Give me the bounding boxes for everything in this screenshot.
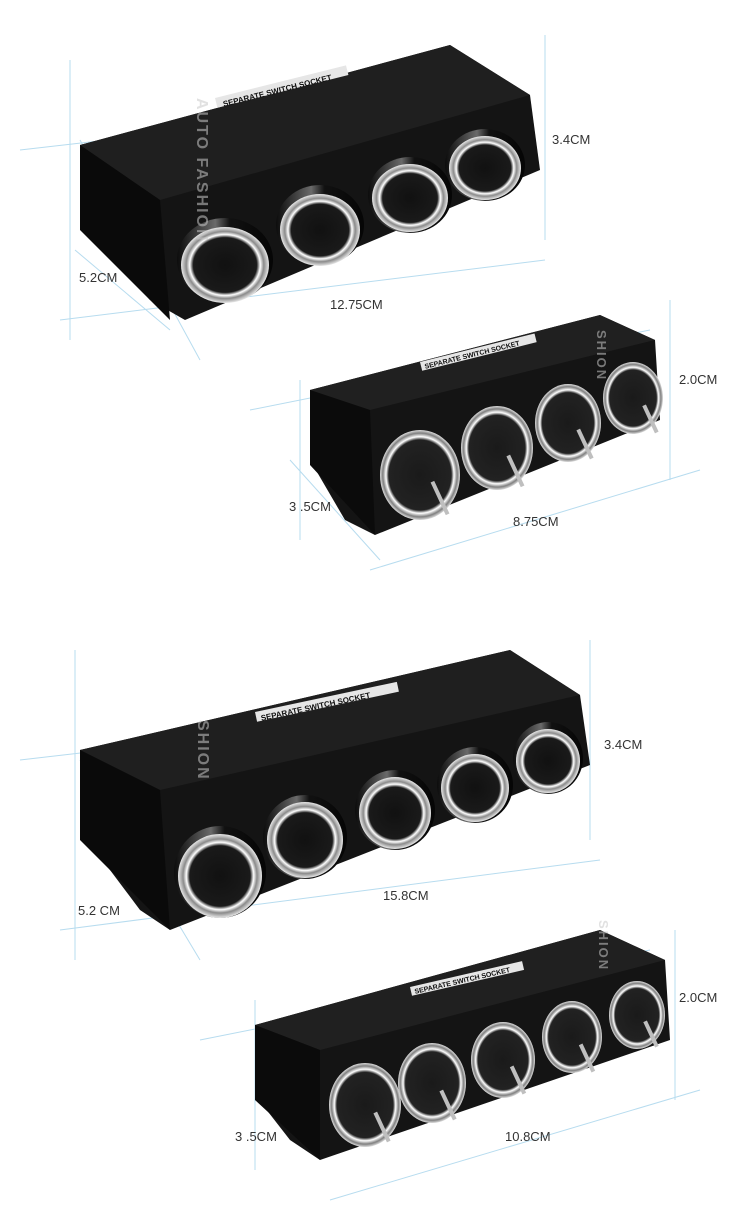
product-4-socket-small: SEPARATE SWITCH SOCKET SHION 2.0CM 3 .5C… xyxy=(0,300,750,560)
socket-adapter-image xyxy=(310,315,663,535)
height-label: 3.4CM xyxy=(604,737,643,752)
height-label: 3.4CM xyxy=(552,132,591,147)
length-label: 8.75CM xyxy=(513,514,559,529)
height-label: 2.0CM xyxy=(679,990,718,1005)
depth-label: 5.2 CM xyxy=(78,903,120,918)
product-5-socket-large: SEPARATE SWITCH SOCKET SHION 3.4CM 5.2 C… xyxy=(0,640,750,960)
length-label: 10.8CM xyxy=(505,1129,551,1144)
length-label: 12.75CM xyxy=(330,297,383,312)
length-label: 15.8CM xyxy=(383,888,429,903)
product-5-socket-small: SEPARATE SWITCH SOCKET SHION 2.0CM 3 .5C… xyxy=(0,915,750,1195)
watermark: AUTO FASHION xyxy=(193,98,210,243)
watermark: SHION xyxy=(194,720,211,781)
watermark: SHION xyxy=(596,920,611,972)
watermark: SHION xyxy=(594,330,609,382)
height-label: 2.0CM xyxy=(679,372,718,387)
depth-label: 3 .5CM xyxy=(235,1129,277,1144)
socket-adapter-image xyxy=(255,930,670,1160)
depth-label: 3 .5CM xyxy=(289,499,331,514)
socket-adapter-image xyxy=(80,45,540,320)
product-4-socket-large: SEPARATE SWITCH SOCKET AUTO FASHION 3.4C… xyxy=(0,0,750,360)
socket-adapter-image xyxy=(80,650,590,930)
depth-label: 5.2CM xyxy=(79,270,118,285)
